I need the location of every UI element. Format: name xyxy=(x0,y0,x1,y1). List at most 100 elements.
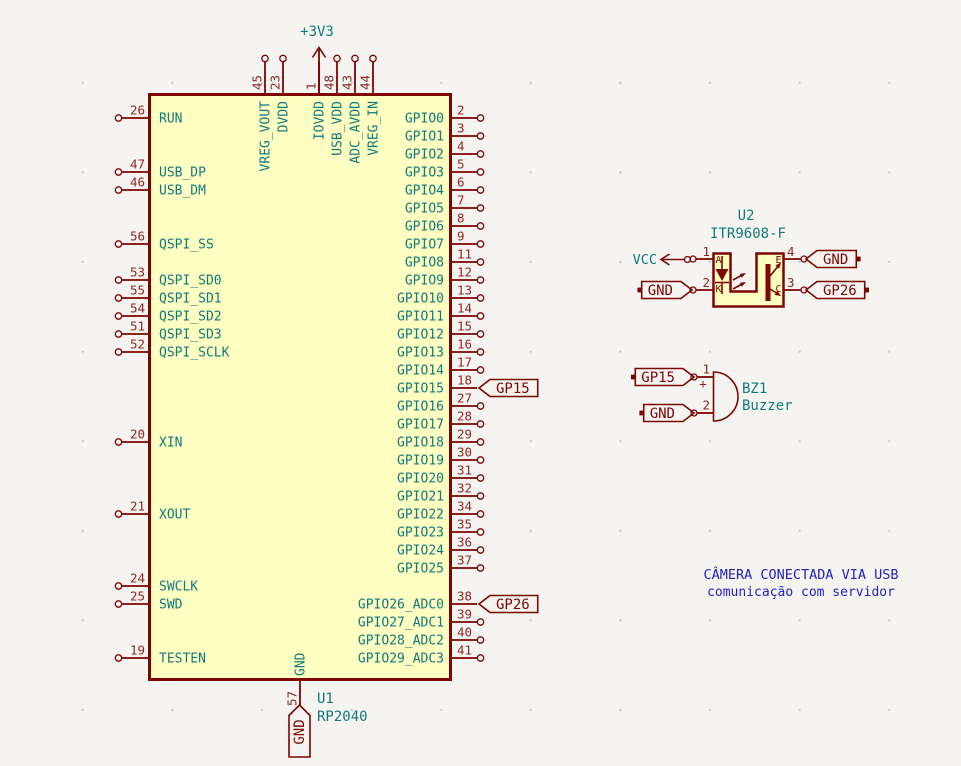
net-label-gp26[interactable]: GP26 xyxy=(804,280,870,300)
u2-value[interactable]: ITR9608-F xyxy=(710,226,786,242)
u1-body[interactable] xyxy=(148,93,452,681)
u2-body[interactable] xyxy=(712,252,785,308)
net-label-gnd[interactable]: GND xyxy=(804,249,861,269)
pin-name: GPIO0 xyxy=(405,112,444,127)
unconnected-circle xyxy=(476,456,485,464)
u1-value[interactable]: RP2040 xyxy=(317,709,368,725)
u2-reference[interactable]: U2 xyxy=(738,208,755,224)
pin-name: QSPI_SS xyxy=(159,238,214,253)
net-label-gp15[interactable]: GP15 xyxy=(630,367,696,387)
net-label-gnd[interactable]: GND xyxy=(639,403,696,423)
net-label-outline xyxy=(642,403,696,423)
u2-pin-4[interactable]: 4E xyxy=(775,244,808,266)
unconnected-circle xyxy=(114,168,123,176)
pin-name: K xyxy=(716,284,722,295)
bz1-reference[interactable]: BZ1 xyxy=(742,381,767,397)
pin-number: 26 xyxy=(130,103,145,118)
pin-name: GPIO8 xyxy=(405,256,444,271)
unconnected-circle xyxy=(476,636,485,644)
bz1-pin-2[interactable]: 2 xyxy=(690,398,713,417)
pin-name: QSPI_SD0 xyxy=(159,274,222,289)
pin-name: XOUT xyxy=(159,508,190,523)
unconnected-circle xyxy=(476,474,485,482)
pin-name: GPIO22 xyxy=(397,508,444,523)
note-text[interactable]: CÂMERA CONECTADA VIA USB comunicação com… xyxy=(703,565,898,600)
pin-number: 1 xyxy=(702,244,710,259)
unconnected-circle xyxy=(476,402,485,410)
unconnected-circle xyxy=(476,150,485,158)
bz1-pin-1[interactable]: 1+ xyxy=(690,362,713,392)
bz1-body[interactable] xyxy=(712,371,739,422)
pin-number: 37 xyxy=(457,553,472,568)
vcc-net-arrow[interactable]: VCC xyxy=(633,252,692,268)
bz1-value[interactable]: Buzzer xyxy=(742,398,793,414)
pin-name: GPIO11 xyxy=(397,310,444,325)
u1-reference[interactable]: U1 xyxy=(317,691,334,707)
pin-name: GPIO29_ADC3 xyxy=(358,652,444,667)
u2-pin-1[interactable]: 1A xyxy=(689,244,722,266)
pin-number: 30 xyxy=(457,445,472,460)
net-label-gnd[interactable]: GND xyxy=(637,280,694,300)
net-label-gnd-vertical[interactable]: GND xyxy=(288,703,311,758)
net-label-gp26[interactable]: GP26 xyxy=(477,594,539,614)
unconnected-circle xyxy=(279,54,287,63)
pin-number: 12 xyxy=(457,265,472,280)
net-label-gp15[interactable]: GP15 xyxy=(477,378,539,398)
pin-number: 23 xyxy=(268,75,283,90)
unconnected-circle xyxy=(114,330,123,338)
